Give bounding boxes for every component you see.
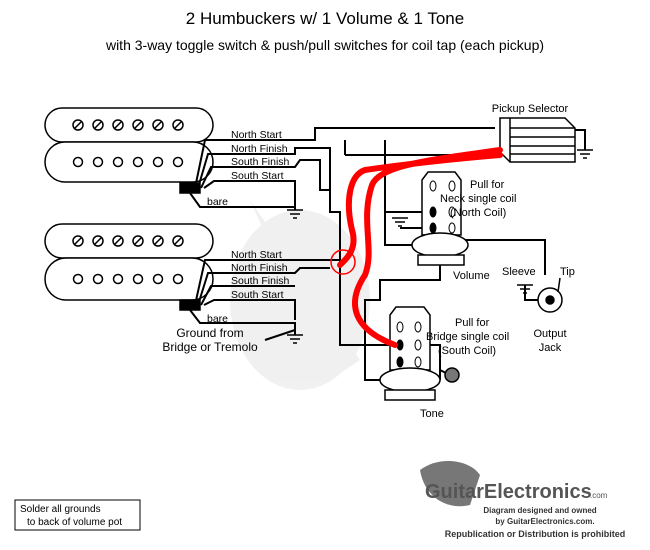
neck-switch-line2: Neck single coil (440, 193, 516, 205)
bridge-switch-line1: Pull for (455, 317, 490, 329)
solder-note-box (14, 499, 141, 531)
pole-piece-icon (72, 156, 84, 168)
watermark-guitar (230, 200, 370, 390)
pole-piece-icon (92, 156, 104, 168)
neck-south-finish-label: South Finish (231, 156, 290, 168)
pole-piece-icon (132, 273, 144, 285)
pole-piece-icon (152, 273, 164, 285)
jack-tip-label: Tip (560, 266, 575, 278)
volume-label: Volume (453, 270, 490, 282)
ground-note-line2: Bridge or Tremolo (162, 340, 258, 354)
pole-piece-icon (112, 156, 124, 168)
subtitle: with 3-way toggle switch & push/pull swi… (105, 37, 544, 53)
tone-label: Tone (420, 408, 444, 420)
bridge-north-finish-label: North Finish (231, 262, 288, 274)
pole-piece-icon (112, 273, 124, 285)
switch-lug-icon (429, 180, 437, 192)
ground-note-line1: Ground from (176, 326, 243, 340)
jack-sleeve-label: Sleeve (502, 266, 536, 278)
pole-piece-icon (92, 273, 104, 285)
switch-lug-icon (429, 222, 437, 234)
title: 2 Humbuckers w/ 1 Volume & 1 Tone (186, 9, 464, 28)
bridge-switch-line3: (South Coil) (438, 345, 496, 357)
solder-note-line1: Solder all grounds (20, 504, 101, 515)
bridge-switch-line2: Bridge single coil (426, 331, 509, 343)
pole-piece-icon (72, 273, 84, 285)
bridge-south-finish-label: South Finish (231, 275, 290, 287)
bridge-bare-label: bare (207, 313, 228, 325)
pickup-selector[interactable] (499, 117, 576, 163)
neck-switch-lugs (429, 180, 456, 234)
switch-lug-icon (414, 356, 422, 368)
coil-tap-wires (337, 147, 503, 348)
neck-south-start-label: South Start (231, 170, 284, 182)
pickup-selector-label: Pickup Selector (492, 103, 569, 115)
switch-lug-icon (414, 339, 422, 351)
neck-switch-line1: Pull for (470, 179, 505, 191)
neck-switch-line3: (North Coil) (450, 207, 506, 219)
bridge-south-start-label: South Start (231, 289, 284, 301)
logo-line2: by GuitarElectronics.com. (495, 517, 594, 526)
svg-text:GuitarElectronics: GuitarElectronics (425, 481, 592, 503)
bridge-switch-lugs (396, 321, 422, 368)
switch-lug-icon (448, 206, 456, 218)
output-jack[interactable] (537, 277, 563, 313)
bridge-north-start-label: North Start (231, 249, 282, 261)
switch-lug-icon (396, 321, 404, 333)
switch-lug-icon (448, 222, 456, 234)
pole-piece-icon (152, 156, 164, 168)
svg-text:.com: .com (590, 491, 608, 500)
neck-bare-label: bare (207, 196, 228, 208)
switch-lug-icon (396, 356, 404, 368)
neck-north-start-label: North Start (231, 129, 282, 141)
switch-lug-icon (414, 321, 422, 333)
junction-circle (330, 249, 356, 275)
logo-line3: Republication or Distribution is prohibi… (445, 529, 626, 539)
bridge-humbucker (44, 223, 214, 311)
neck-humbucker (44, 107, 214, 194)
neck-north-finish-label: North Finish (231, 143, 288, 155)
switch-lug-icon (448, 180, 456, 192)
pole-piece-icon (132, 156, 144, 168)
pole-piece-icon (172, 156, 184, 168)
jack-label-line2: Jack (539, 342, 562, 354)
pole-piece-icon (172, 273, 184, 285)
switch-lug-icon (429, 206, 437, 218)
solder-note-line2: to back of volume pot (27, 517, 122, 528)
jack-label-line1: Output (533, 328, 566, 340)
guitarelectronics-logo: GuitarElectronics .com Diagram designed … (420, 460, 626, 539)
logo-line1: Diagram designed and owned (483, 506, 596, 515)
